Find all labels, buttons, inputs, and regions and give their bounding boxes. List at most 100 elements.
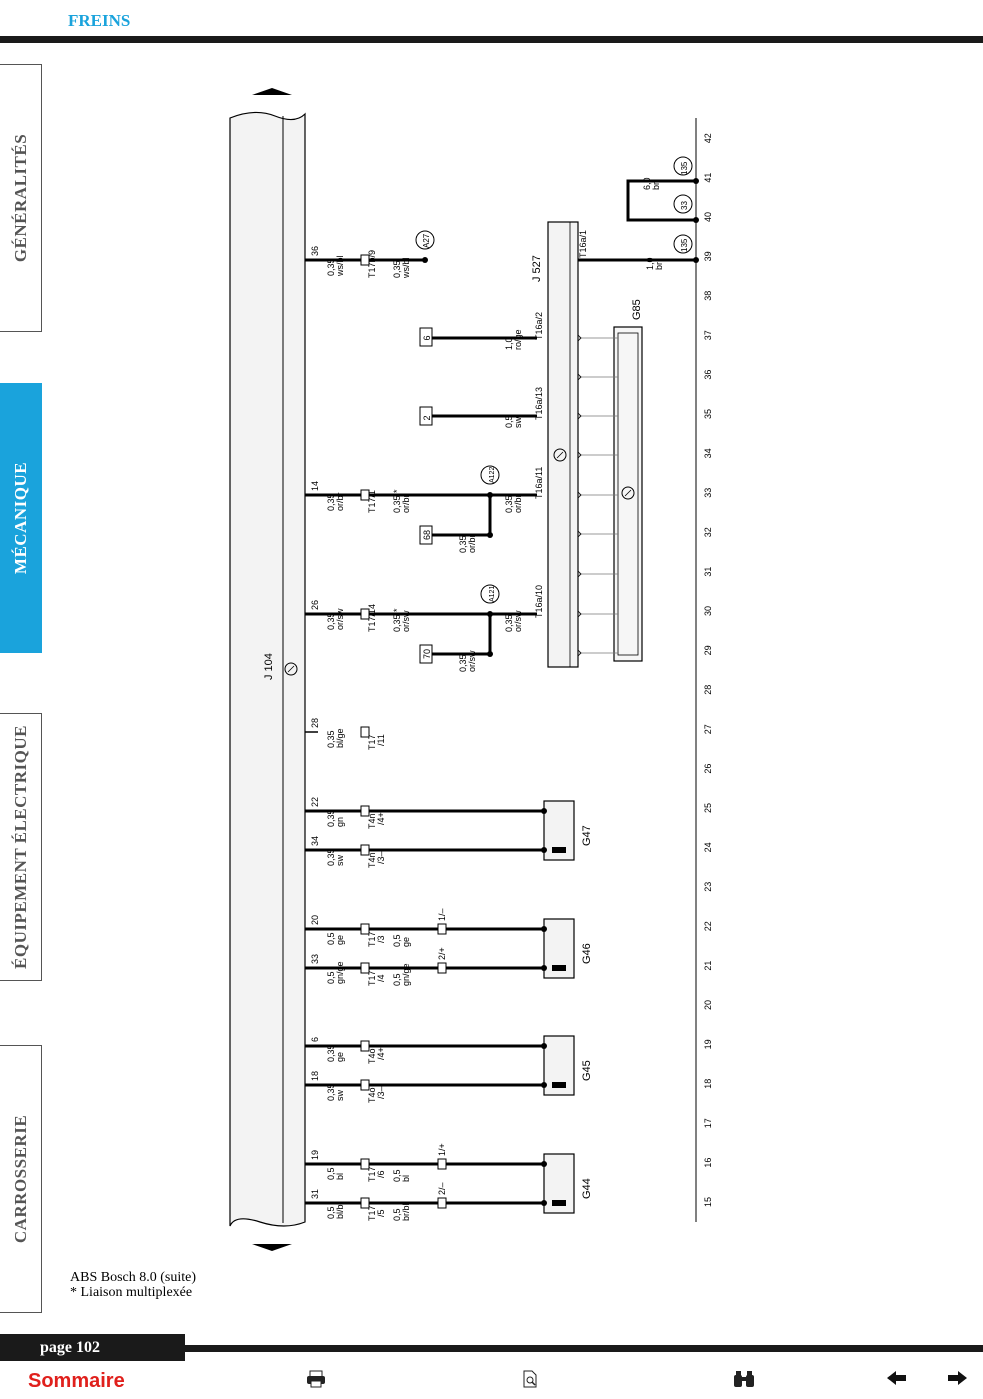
track-number: 25 [703, 803, 713, 813]
sensor-label: G44 [581, 1178, 593, 1199]
branch-color: or/br [467, 534, 477, 553]
connector-pin: /3 [376, 935, 386, 943]
control-unit-j527: J 527 [531, 221, 579, 668]
connector-label: T17/14 [367, 604, 377, 632]
node-label: A122 [489, 467, 496, 483]
sensor-pin: 1/+ [437, 1143, 447, 1156]
connector-label: T4o [367, 1087, 377, 1103]
tab-carrosserie[interactable]: CARROSSERIE [0, 1045, 42, 1313]
binoculars-icon[interactable] [732, 1370, 756, 1393]
sensor-g44: G44 [541, 1153, 593, 1214]
track-number: 17 [703, 1118, 713, 1128]
connector-pin: /3– [376, 851, 386, 864]
wire-color: ge [335, 1052, 345, 1062]
track-number: 20 [703, 1000, 713, 1010]
far-color: ws/bl [401, 257, 411, 279]
arrow-left-icon[interactable] [887, 1370, 907, 1391]
track-number: 27 [703, 724, 713, 734]
track-number: 41 [703, 173, 713, 183]
connector-label: T17 [367, 931, 377, 947]
wire-pin: 36 [310, 246, 320, 256]
connector-pin: /4+ [376, 1047, 386, 1060]
track-number: 37 [703, 330, 713, 340]
diagram-caption: ABS Bosch 8.0 (suite) * Liaison multiple… [70, 1270, 196, 1300]
wire-color: bl/br [335, 1201, 345, 1219]
branch-box: 68 [422, 530, 432, 540]
scroll-up-icon[interactable] [252, 88, 292, 95]
wire-size: 0,35 [326, 1044, 336, 1062]
wire-size: 0,5 [326, 1167, 336, 1180]
track-number: 16 [703, 1158, 713, 1168]
track-number: 34 [703, 448, 713, 458]
wire-color: sw [335, 1090, 345, 1102]
track-number: 40 [703, 212, 713, 222]
tab-equipement-electrique[interactable]: ÉQUIPEMENT ÉLECTRIQUE [0, 713, 42, 981]
can-input-2: 2 0,5 sw T16a/13 [419, 387, 544, 429]
wire-size: 0,35 [326, 730, 336, 748]
tab-mecanique[interactable]: MÉCANIQUE [0, 383, 42, 653]
connector-pin: /4+ [376, 812, 386, 825]
ground-ref-b: 33 [680, 201, 689, 210]
wire-color: bl [335, 1173, 345, 1180]
wire-size: 0,5 [326, 932, 336, 945]
connector-label: T4n [367, 813, 377, 829]
far-size: 0,5 [392, 934, 402, 947]
wire-color: ge [335, 935, 345, 945]
wire-size: 0,35 [326, 493, 336, 511]
wire-size: 0,35 [326, 809, 336, 827]
tab-generalites[interactable]: GÉNÉRALITÉS [0, 64, 42, 332]
far-color: ge [401, 937, 411, 947]
can-input-2-size: 0,5 [504, 415, 514, 428]
ground-pin: T16a/1 [578, 230, 588, 258]
can-input-2-pin: T16a/13 [534, 387, 544, 420]
track-number: 36 [703, 370, 713, 380]
far-color: bl [401, 1175, 411, 1182]
can-input-6-pin: T16a/2 [534, 312, 544, 340]
track-number: 35 [703, 409, 713, 419]
wire-pin: 28 [310, 718, 320, 728]
g85-links [577, 334, 618, 657]
arrow-right-icon[interactable] [947, 1370, 967, 1391]
printer-icon[interactable] [306, 1370, 326, 1393]
connector-pin: /3– [376, 1086, 386, 1099]
connector-label: T17/1 [367, 490, 377, 513]
connector-label: T4o [367, 1048, 377, 1064]
wire-size: 0,35 [326, 848, 336, 866]
scroll-down-icon[interactable] [252, 1244, 292, 1251]
track-number: 23 [703, 882, 713, 892]
track-number: 19 [703, 1039, 713, 1049]
ground-color: br [654, 262, 664, 270]
far-size: 0,35 * [392, 489, 402, 513]
wire-color: or/sw [335, 608, 345, 630]
wire-pin: 18 [310, 1071, 320, 1081]
g85-label: G85 [631, 299, 643, 320]
connector-pin: /4 [376, 974, 386, 982]
ground-circuit: T16a/1 1,0 br 135 33 6,0 br 135 [578, 156, 699, 270]
wire-pin: 19 [310, 1150, 320, 1160]
page-number: page 102 [0, 1334, 185, 1361]
sommaire-link[interactable]: Sommaire [28, 1370, 125, 1392]
wire-size: 0,5 [326, 1206, 336, 1219]
wire-color: gn [335, 817, 345, 827]
far-color: br/bl [401, 1203, 411, 1221]
far-size: 0,5 [392, 1208, 402, 1221]
document-icon[interactable] [522, 1370, 538, 1393]
sensor-pin: 2/+ [437, 947, 447, 960]
can-input-2-color: sw [513, 417, 523, 429]
can-input-6: 6 1,0 ro/ge T16a/2 [419, 312, 544, 350]
sensor-pin: 1/– [437, 908, 447, 921]
wire-size: 0,5 [326, 971, 336, 984]
can-size: 0,35 [504, 614, 514, 632]
branch-color: or/sw [467, 650, 477, 672]
wire-pin: 34 [310, 836, 320, 846]
can-input-6-box: 6 [422, 335, 432, 340]
far-size: 0,5 [392, 1169, 402, 1182]
can-input-6-color: ro/ge [513, 329, 523, 350]
sensor-label: G47 [581, 825, 593, 846]
